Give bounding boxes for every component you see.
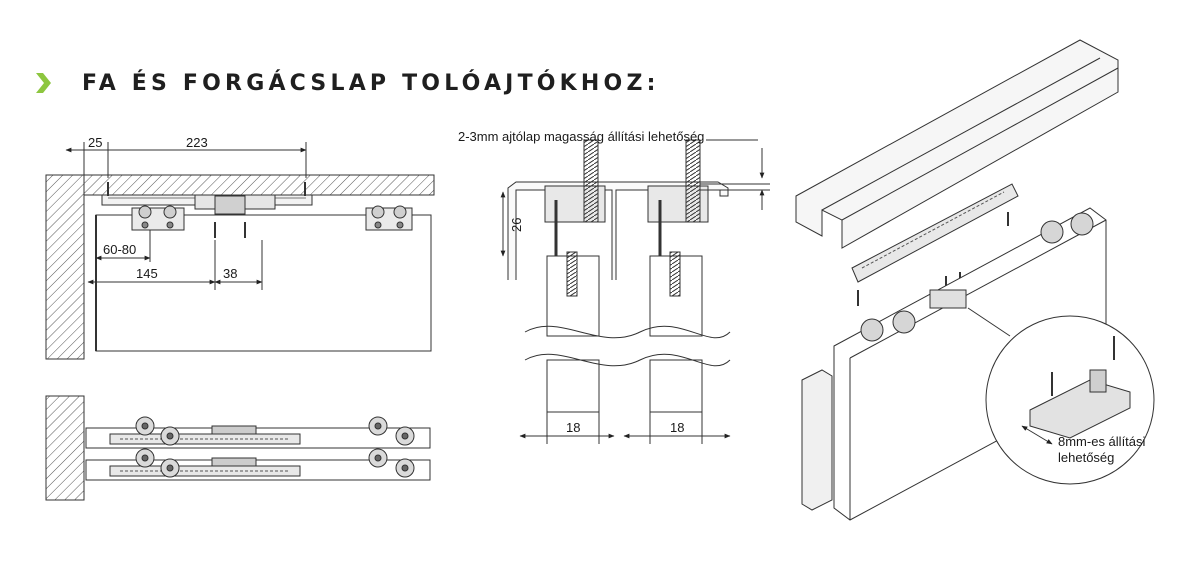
top-view: [45, 395, 431, 501]
screw-top-left: [583, 139, 599, 223]
ceiling-hatch: [83, 174, 435, 196]
dim-38: 38: [223, 266, 237, 281]
front-view: [45, 142, 435, 360]
wall-hatch: [45, 174, 85, 360]
door-panel: [95, 214, 432, 352]
dim-length: 223: [186, 135, 208, 150]
section-view: [500, 139, 770, 444]
damper-strip: [851, 183, 1019, 283]
page-title: FA ÉS FORGÁCSLAP TOLÓAJTÓKHOZ:: [82, 70, 660, 96]
dim-range: 60-80: [103, 242, 136, 257]
roller-carriage-right: [365, 205, 413, 231]
break-wave: [524, 325, 731, 367]
callout-line1: 8mm-es állítási: [1058, 434, 1146, 449]
dim-width-left: 18: [566, 420, 580, 435]
section-header: FA ÉS FORGÁCSLAP TOLÓAJTÓKHOZ:: [34, 66, 660, 100]
wall-hatch-lower: [45, 395, 85, 501]
side-post: [801, 369, 833, 511]
dim-145: 145: [136, 266, 158, 281]
screw-top-right: [685, 139, 701, 223]
dim-width-right: 18: [670, 420, 684, 435]
adjust-note: 2-3mm ajtólap magasság állítási lehetősé…: [458, 129, 704, 144]
callout-line2: lehetőség: [1058, 450, 1114, 465]
dim-height: 26: [509, 218, 524, 232]
roller-carriage-left: [131, 205, 185, 231]
chevron-right-icon: [36, 73, 51, 93]
dim-offset: 25: [88, 135, 102, 150]
isometric-view: [795, 39, 1155, 521]
